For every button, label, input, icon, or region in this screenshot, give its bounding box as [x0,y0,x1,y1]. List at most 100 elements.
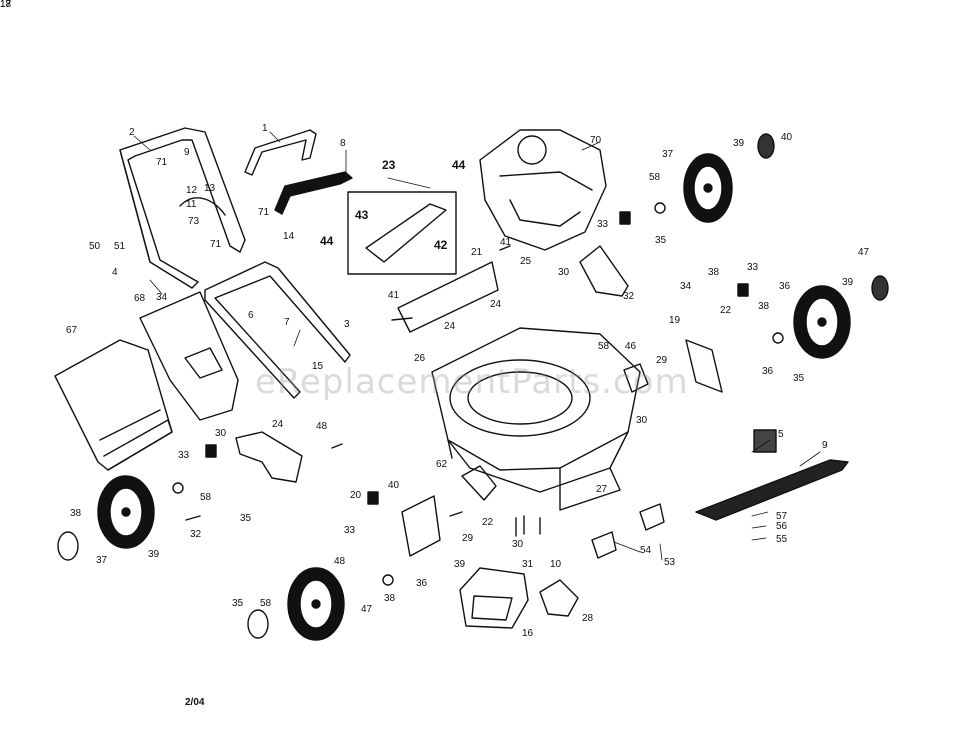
callout-48: 48 [334,556,346,567]
callout-29: 29 [462,533,474,544]
callout-27: 27 [596,484,608,495]
date-code: 2/04 [185,697,205,708]
callout-38: 38 [70,508,82,519]
callout-35: 35 [793,373,805,384]
callout-38: 38 [758,301,770,312]
callout-31: 31 [522,559,534,570]
callout-28: 28 [582,613,594,624]
callout-38: 38 [708,267,720,278]
height-adjuster-right [579,245,629,297]
callout-35: 35 [240,513,252,524]
callout-5: 5 [778,429,784,440]
callout-71: 71 [210,239,222,250]
knob-33b [367,491,379,505]
bolts [185,245,541,537]
callout-39: 39 [148,549,160,560]
pivot-cover-left [461,465,497,501]
bail-bar [274,171,353,215]
hubcap-rear-right [757,133,775,159]
callout-39: 39 [842,277,854,288]
callout-54: 54 [640,545,652,556]
callout-41: 41 [500,237,512,248]
callout-32: 32 [623,291,635,302]
callout-29: 29 [656,355,668,366]
callout-43: 43 [355,208,369,222]
mower-deck [431,327,641,511]
callout-1: 1 [262,123,268,134]
control-bail [244,129,317,176]
callout-62: 62 [436,459,448,470]
wheel-rear-left [97,475,155,549]
hubcap-rear-left [57,531,79,561]
callout-18: 18 [0,0,12,10]
callout-73: 73 [188,216,200,227]
engine [479,129,607,251]
callout-71: 71 [156,157,168,168]
bag-frame [139,291,239,421]
knob-33a [205,444,217,458]
callout-26: 26 [414,353,426,364]
callout-11: 11 [186,199,197,210]
callout-24: 24 [444,321,456,332]
callout-19: 19 [669,315,681,326]
callout-15: 15 [312,361,324,372]
callout-56: 56 [776,521,788,532]
axle-arm-left [401,495,441,557]
washer-58d [654,202,666,214]
callout-8: 8 [340,138,346,149]
callout-58: 58 [200,492,212,503]
callout-35: 35 [232,598,244,609]
knob-33c [737,283,749,297]
mulch-plug [539,579,579,617]
callout-39: 39 [454,559,466,570]
knob-33d [619,211,631,225]
callout-4: 4 [112,267,118,278]
callout-40: 40 [388,480,400,491]
washer-58a [172,482,184,494]
callout-47: 47 [858,247,870,258]
callout-58: 58 [598,341,610,352]
callout-32: 32 [190,529,202,540]
callout-box-23 [347,191,457,275]
callout-42: 42 [434,238,448,252]
washer-58c [772,332,784,344]
watermark: eReplacementParts.com [255,362,689,402]
callout-34: 34 [156,292,168,303]
callout-30: 30 [512,539,524,550]
upper-handle [119,127,246,289]
callout-68: 68 [134,293,146,304]
callout-37: 37 [96,555,108,566]
blade-adapter [753,429,777,453]
callout-6: 6 [248,310,254,321]
pivot-cover-right [623,363,649,393]
callout-9: 9 [822,440,828,451]
callout-30: 30 [215,428,227,439]
callout-44: 44 [452,158,466,172]
callout-36: 36 [779,281,791,292]
callout-33: 33 [344,525,356,536]
bracket-18 [639,503,665,531]
callout-12: 12 [186,185,198,196]
callout-34: 34 [680,281,692,292]
callout-36: 36 [416,578,428,589]
callout-58: 58 [649,172,661,183]
callout-30: 30 [558,267,570,278]
wheel-front-right [793,285,851,359]
callout-7: 7 [284,317,290,328]
callout-44: 44 [320,234,334,248]
callout-22: 22 [720,305,732,316]
leader-lines [133,131,821,561]
callout-41: 41 [388,290,400,301]
callout-48: 48 [316,421,328,432]
callout-37: 37 [662,149,674,160]
callout-50: 50 [89,241,101,252]
callout-22: 22 [482,517,494,528]
callout-23: 23 [382,158,396,172]
axle-arm-right [685,339,723,393]
callout-46: 46 [625,341,637,352]
callout-55: 55 [776,534,788,545]
hubcap-front-left [247,609,269,639]
callout-9: 9 [184,147,190,158]
wheel-front-left [287,567,345,641]
